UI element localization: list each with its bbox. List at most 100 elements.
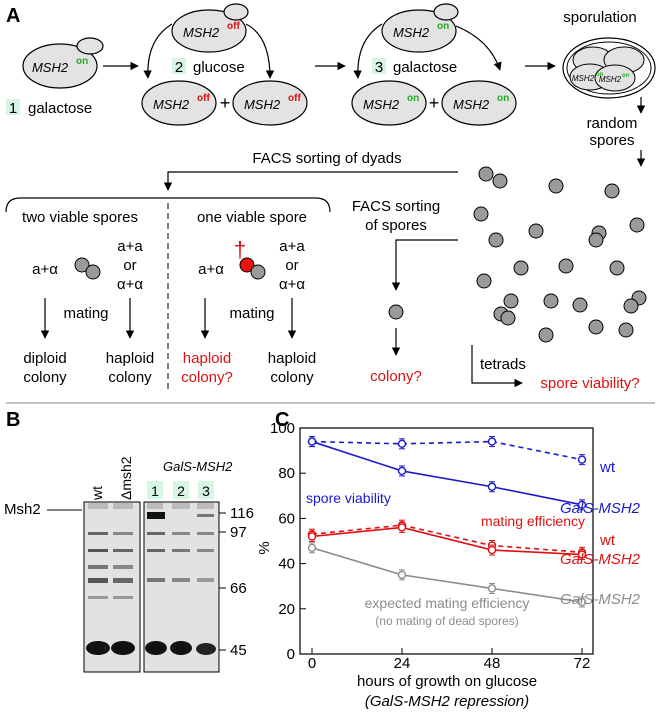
marker-97: 97 (230, 524, 247, 541)
marker-116: 116 (230, 505, 254, 522)
step3-badge (372, 58, 386, 74)
or-label: or (123, 257, 136, 274)
svg-text:MSH2: MSH2 (183, 25, 220, 40)
mating-label: mating (63, 305, 108, 322)
spore (250, 264, 266, 280)
cell-step3-left: MSH2 on (351, 80, 427, 126)
series-line-2 (311, 524, 583, 554)
arrow (455, 25, 502, 71)
legend-wt-red: wt (599, 532, 616, 549)
step2-number: 2 (175, 59, 183, 76)
dead-spore-dagger: † (234, 237, 246, 262)
data-point (577, 597, 587, 607)
step3-number: 3 (375, 59, 383, 76)
dyad-bracket (5, 197, 331, 213)
data-point (397, 466, 407, 476)
svg-text:MSH2: MSH2 (244, 97, 281, 112)
lane-number: 1 (151, 483, 159, 499)
svg-text:on: on (596, 72, 604, 78)
a-alpha-label: a+α (198, 261, 224, 278)
arrow (143, 23, 173, 79)
step1-label: galactose (28, 100, 92, 117)
data-point (487, 545, 497, 555)
cell-step2-left: MSH2 off (141, 80, 217, 126)
western-blot-left (83, 501, 141, 673)
svg-text:MSH2: MSH2 (599, 75, 622, 84)
mating-label: mating (229, 305, 274, 322)
haploid-label: haploid (268, 350, 316, 367)
sporulation-label: sporulation (563, 9, 636, 26)
x-axis-label-2: (GalS-MSH2 repression) (365, 693, 529, 710)
galS-msh2-label: GalS-MSH2 (163, 459, 233, 474)
series-line-3 (311, 526, 583, 556)
msh2-label: MSH2 (32, 60, 69, 75)
y-tick-label: 100 (270, 420, 295, 437)
y-tick-label: 40 (278, 556, 295, 573)
step1-badge (6, 99, 20, 115)
y-tick-label: 80 (278, 465, 295, 482)
alpha-alpha-label: α+α (279, 276, 305, 293)
facs-dyads-label: FACS sorting of dyads (252, 150, 401, 167)
marker-66: 66 (230, 580, 247, 597)
legend-gal-blue: GalS-MSH2 (560, 500, 641, 517)
diploid-label: diploid (23, 350, 66, 367)
arrow (391, 239, 458, 291)
data-point (577, 455, 587, 464)
spore (388, 304, 404, 320)
haploid-label: haploid (106, 350, 154, 367)
svg-text:MSH2: MSH2 (572, 74, 595, 83)
panel-b-letter: B (6, 409, 20, 431)
y-axis-label: % (256, 541, 273, 554)
plot-frame (299, 427, 594, 655)
annotation-mating-efficiency: mating efficiency (481, 513, 585, 529)
arrow (245, 23, 275, 79)
svg-text:MSH2: MSH2 (363, 97, 400, 112)
lane-badge (173, 481, 189, 499)
cell-step2-parent: MSH2 off (171, 3, 249, 53)
colony-label: colony (23, 369, 67, 386)
cell-step1: MSH2 on (22, 37, 104, 89)
msh2-band-label: Msh2 (4, 501, 41, 518)
data-point (487, 482, 497, 491)
data-point (487, 584, 497, 593)
svg-text:off: off (197, 93, 210, 104)
cell-step2-right: MSH2 off (232, 80, 308, 126)
x-tick-label: 24 (394, 655, 411, 672)
x-tick-label: 48 (484, 655, 501, 672)
haploid-red-label: haploid (183, 350, 231, 367)
lane-badge (147, 481, 163, 499)
data-point (577, 550, 587, 559)
plus-sign: + (220, 93, 231, 113)
annotation-spore-viability: spore viability (306, 490, 391, 506)
spore (85, 264, 101, 280)
svg-text:on: on (622, 73, 630, 79)
alpha-alpha-label: α+α (117, 276, 143, 293)
y-tick-label: 60 (278, 510, 295, 527)
plus-sign: + (429, 93, 440, 113)
dead-spore (239, 257, 255, 273)
spore-field (473, 166, 647, 343)
arrow (163, 171, 458, 191)
panel-c-letter: C (275, 409, 289, 431)
lane-label-delta-msh2: Δmsh2 (118, 456, 134, 500)
step1-number: 1 (9, 100, 17, 117)
arrow (353, 23, 383, 79)
y-tick-label: 0 (287, 646, 295, 663)
svg-text:off: off (227, 21, 240, 32)
x-tick-label: 0 (308, 655, 316, 672)
cell-step3-parent: MSH2 on (381, 3, 459, 53)
legend-gal-grey: GalS-MSH2 (560, 591, 641, 608)
colony-red-label: colony? (370, 368, 422, 385)
svg-text:on: on (407, 93, 419, 104)
aa-label: a+a (279, 238, 305, 255)
step3-label: galactose (393, 59, 457, 76)
lane-number: 3 (202, 483, 210, 499)
lane-badge (198, 481, 214, 499)
tetrads-label: tetrads (480, 356, 526, 373)
aa-label: a+a (117, 238, 143, 255)
facs-spores-label: FACS sorting (352, 198, 440, 215)
series-line-1 (311, 440, 583, 506)
